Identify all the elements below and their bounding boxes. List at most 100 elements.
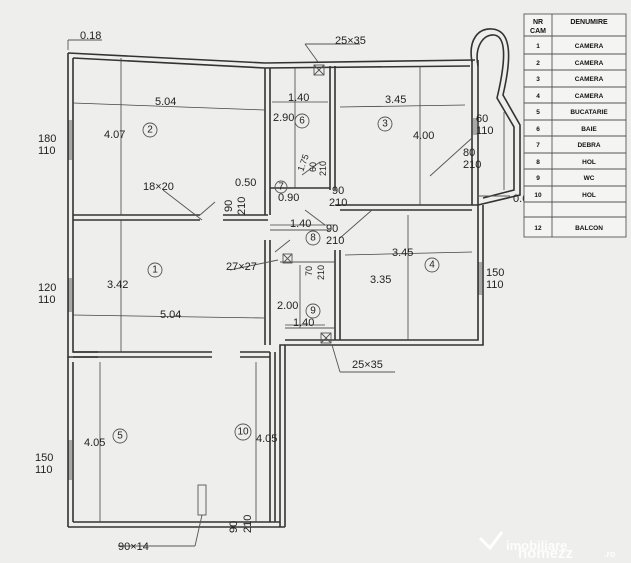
leader-lines <box>67 39 510 547</box>
room-marker-9: 9 <box>305 303 321 319</box>
watermark-suffix: .ro <box>604 549 616 559</box>
dim-door-90-d: 90 <box>228 521 240 533</box>
legend-nr: 2 <box>536 60 540 67</box>
dim-2-90: 2.90 <box>273 112 294 124</box>
room-marker-8: 8 <box>305 230 321 246</box>
legend-name: CAMERA <box>575 93 604 100</box>
dim-0-90: 0.90 <box>278 192 299 204</box>
legend-name: DEBRA <box>577 142 600 149</box>
svg-text:2: 2 <box>147 125 153 136</box>
dim-window-110-low: 110 <box>35 464 53 476</box>
dim-door-90-b: 90 <box>332 185 344 197</box>
dim-0-18: 0.18 <box>80 30 101 42</box>
dim-3-45-low: 3.45 <box>392 247 413 259</box>
room-marker-1: 1 <box>147 262 163 278</box>
dim-door-80: 80 <box>463 147 475 159</box>
svg-text:3: 3 <box>382 119 388 130</box>
legend-nr: 4 <box>536 93 540 100</box>
vent-top <box>313 64 325 76</box>
svg-text:8: 8 <box>310 233 316 244</box>
svg-text:7: 7 <box>278 182 284 193</box>
dim-3-45-top: 3.45 <box>385 94 406 106</box>
legend-table: NR CAM DENUMIRE 1 CAMERA 2 CAMERA 3 CAME… <box>523 13 627 238</box>
watermark-brand-1: imobiliare <box>506 538 567 553</box>
dim-4-07: 4.07 <box>104 129 125 141</box>
dim-5-04-low: 5.04 <box>160 309 181 321</box>
interior-walls <box>73 66 478 522</box>
dim-door-210-c2: 210 <box>326 235 344 247</box>
dim-2-00: 2.00 <box>277 300 298 312</box>
legend-nr: 12 <box>534 225 542 232</box>
room-markers: 1 2 3 4 5 6 7 8 9 10 <box>112 113 440 444</box>
vent-middle <box>282 253 293 264</box>
room-marker-4: 4 <box>424 257 440 273</box>
dim-door-70: 70 <box>304 266 314 276</box>
watermark: imobiliare homezz .ro <box>478 531 616 562</box>
legend-name: CAMERA <box>575 60 604 67</box>
dim-door-60: 60 <box>308 162 318 172</box>
legend-name: HOL <box>582 192 596 199</box>
legend-nr: 1 <box>536 43 540 50</box>
dimension-labels: 0.18 25×35 1.40 2.90 5.04 4.07 3.45 4.00… <box>35 30 534 553</box>
dim-vent-18x20: 18×20 <box>143 181 174 193</box>
legend-nr: 8 <box>536 159 540 166</box>
room-marker-7: 7 <box>274 180 288 194</box>
dim-window-150-left: 150 <box>35 452 53 464</box>
dim-1-40-mid: 1.40 <box>290 218 311 230</box>
svg-text:4: 4 <box>429 260 435 271</box>
dim-window-110-right: 110 <box>486 279 504 291</box>
legend-header-cam: CAM <box>530 28 546 35</box>
legend-nr: 10 <box>534 192 542 199</box>
room-marker-6: 6 <box>294 113 310 129</box>
door-swings <box>199 137 473 253</box>
legend-name: CAMERA <box>575 43 604 50</box>
svg-text:6: 6 <box>299 116 305 127</box>
dim-3-42: 3.42 <box>107 279 128 291</box>
legend-header-nr: NR <box>533 19 543 26</box>
dimension-lines <box>72 58 473 522</box>
dim-window-180: 180 <box>38 133 56 145</box>
legend-nr: 3 <box>536 76 540 83</box>
dim-vent-27x27: 27×27 <box>226 261 257 273</box>
dim-1-40-top: 1.40 <box>288 92 309 104</box>
legend-name: WC <box>584 175 595 182</box>
dim-4-05-left: 4.05 <box>84 437 105 449</box>
legend-nr: 5 <box>536 109 540 116</box>
legend-name: BALCON <box>575 225 603 232</box>
legend-name: CAMERA <box>575 76 604 83</box>
dim-3-35: 3.35 <box>370 274 391 286</box>
vent-wc <box>320 332 332 344</box>
dim-window-110: 110 <box>476 125 494 137</box>
dim-window-110-mid: 110 <box>38 294 56 306</box>
dim-door-210-c: 210 <box>318 161 328 176</box>
dim-5-04-top: 5.04 <box>155 96 176 108</box>
dim-door-90-c: 90 <box>326 223 338 235</box>
dim-door-210-d: 210 <box>316 265 326 280</box>
room-marker-3: 3 <box>377 116 393 132</box>
svg-text:10: 10 <box>237 427 249 438</box>
legend-name: HOL <box>582 159 596 166</box>
dim-4-00: 4.00 <box>413 130 434 142</box>
dim-door-90-a: 90 <box>223 200 235 212</box>
watermark-brand-2: homezz <box>518 545 573 562</box>
dim-window-150: 150 <box>486 267 504 279</box>
watermark-check-icon <box>478 531 504 551</box>
dim-window-120: 120 <box>38 282 56 294</box>
dim-4-05-right: 4.05 <box>256 433 277 445</box>
windows <box>68 118 482 480</box>
dim-door-210: 210 <box>463 159 481 171</box>
legend-nr: 9 <box>536 175 540 182</box>
dim-vent-top: 25×35 <box>335 35 366 47</box>
room-marker-2: 2 <box>142 122 158 138</box>
legend-name: BAIE <box>581 126 597 133</box>
legend-header-name: DENUMIRE <box>570 19 608 26</box>
dim-door-210-e: 210 <box>242 515 254 533</box>
svg-text:5: 5 <box>117 431 123 442</box>
legend-name: BUCATARIE <box>570 109 608 116</box>
chimney-duct <box>197 484 207 516</box>
dim-door-210-a: 210 <box>236 197 248 215</box>
dim-vent-wc: 25×35 <box>352 359 383 371</box>
legend-nr: 6 <box>536 126 540 133</box>
